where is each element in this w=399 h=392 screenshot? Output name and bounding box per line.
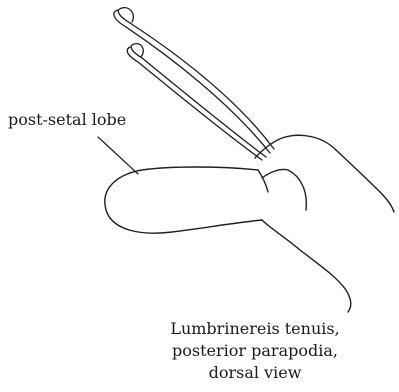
leader-line xyxy=(98,137,138,174)
post-setal-lobe-label: post-setal lobe xyxy=(8,112,126,128)
figure-caption: Lumbrinereis tenuis, posterior parapodia… xyxy=(140,318,370,384)
seta-upper xyxy=(114,8,274,153)
parapodium-body xyxy=(105,135,394,312)
caption-line-1: Lumbrinereis tenuis, xyxy=(140,318,370,340)
caption-line-3: dorsal view xyxy=(140,362,370,384)
caption-line-2: posterior parapodia, xyxy=(140,340,370,362)
seta-lower xyxy=(127,44,266,160)
